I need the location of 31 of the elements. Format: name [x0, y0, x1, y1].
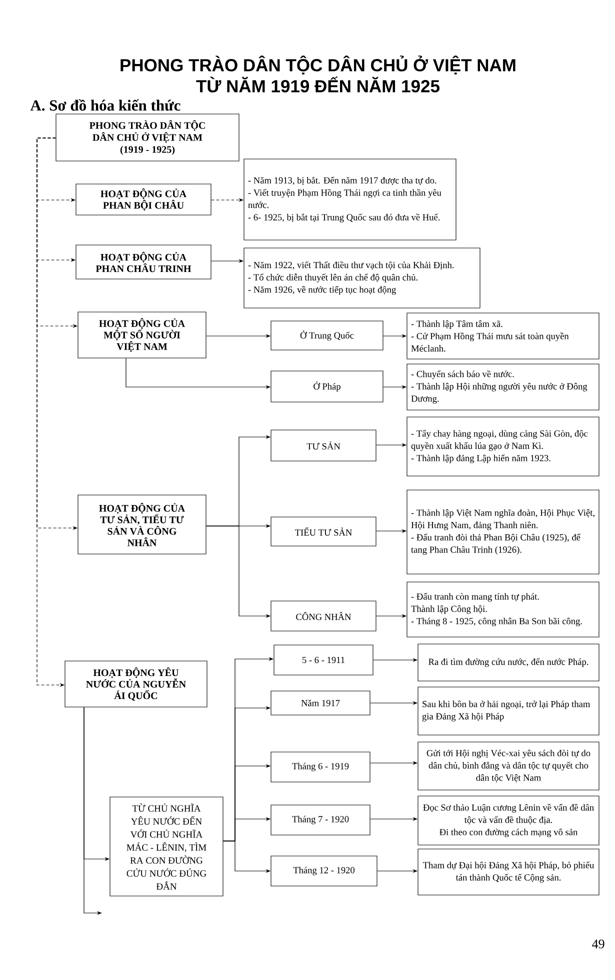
detail-box: - Năm 1913, bị bắt. Đến năm 1917 được tha tự do. - Viết truyện Phạm Hồng Thái ngợi ca tinh thần yêu nước. - 6- 1925, bị bắt tại Trung Quốc sau đó đưa về Huế.	[244, 158, 456, 240]
detail-box: Tham dự Đại hội Đảng Xã hội Pháp, bỏ phiếu tán thành Quốc tế Cộng sản.	[418, 848, 600, 896]
detail-box: Gửi tới Hội nghị Véc-xai yêu sách đòi tự do dân chủ, bình đẳng và dân tộc tự quyết cho dân tộc Việt Nam	[418, 742, 600, 790]
place-box: Ở Pháp	[270, 370, 384, 402]
place-box: Ở Trung Quốc	[270, 320, 384, 350]
topic-box: PHONG TRÀO DÂN TỘC DÂN CHỦ Ở VIỆT NAM (1919 - 1925)	[56, 114, 240, 162]
date-box: Tháng 6 - 1919	[270, 752, 370, 782]
class-box: TIỂU TƯ SẢN	[270, 516, 376, 546]
date-box: Năm 1917	[270, 690, 370, 716]
page-number: 49	[592, 940, 604, 948]
category-box: HOẠT ĐỘNG YÊU NƯỚC CỦA NGUYỄN ÁI QUỐC	[64, 660, 208, 708]
detail-box: Đọc Sơ thảo Luận cương Lênin về vấn đề dân tộc và vấn đề thuộc địa. Đi theo con đường cách mạng vô sản	[418, 796, 600, 846]
detail-box: Sau khi bôn ba ở hải ngoại, trở lại Pháp tham gia Đảng Xã hội Pháp	[418, 686, 600, 736]
detail-box: - Thành lập Việt Nam nghĩa đoàn, Hội Phục Việt, Hội Hưng Nam, đảng Thanh niên. - Đấu tranh đòi thả Phan Bội Châu (1925), để tang Phan Châu Trinh (1926).	[406, 490, 600, 574]
category-box: HOẠT ĐỘNG CỦA PHAN CHÂU TRINH	[76, 244, 212, 280]
date-box: Tháng 7 - 1920	[270, 804, 370, 836]
detail-box: - Đấu tranh còn mang tính tự phát. Thành lập Công hội. - Tháng 8 - 1925, công nhân Ba Son bãi công.	[406, 582, 600, 638]
category-box: HOẠT ĐỘNG CỦA MỘT SỐ NGƯỜI VIỆT NAM	[78, 312, 206, 358]
detail-box: - Thành lập Tâm tâm xã. - Cử Phạm Hồng Thái mưu sát toàn quyền Méclanh.	[406, 312, 600, 360]
detail-box: - Chuyển sách báo về nước. - Thành lập Hội những người yêu nước ở Đông Dương.	[406, 364, 600, 410]
category-box: HOẠT ĐỘNG CỦA PHAN BỘI CHÂU	[76, 184, 212, 216]
date-box: 5 - 6 - 1911	[274, 644, 374, 676]
class-box: TƯ SẢN	[270, 430, 376, 462]
detail-box: - Năm 1922, viết Thất điều thư vạch tội của Khải Định. - Tổ chức diễn thuyết lên án chế độ quân chủ. - Năm 1926, về nước tiếp tục hoạt động	[244, 248, 480, 308]
detail-box: Ra đi tìm đường cứu nước, đến nước Pháp.	[418, 644, 600, 682]
title: PHONG TRÀO DÂN TỘC DÂN CHỦ Ở VIỆT NAM TỪ NĂM 1919 ĐẾN NĂM 1925	[120, 56, 516, 92]
category-box: HOẠT ĐỘNG CỦA TƯ SẢN, TIỂU TƯ SẢN VÀ CÔNG NHÂN	[78, 494, 206, 554]
date-box: Tháng 12 - 1920	[270, 856, 378, 886]
summary-box: TỪ CHỦ NGHĨA YÊU NƯỚC ĐẾN VỚI CHỦ NGHĨA MÁC - LÊNIN, TÌM RA CON ĐƯỜNG CỨU NƯỚC ĐÚNG ĐẮN	[110, 796, 224, 896]
class-box: CÔNG NHÂN	[270, 600, 376, 632]
detail-box: - Tẩy chay hàng ngoại, dùng cảng Sài Gòn, độc quyền xuất khẩu lúa gạo ở Nam Kì. - Thành lập đảng Lập hiến năm 1923.	[406, 416, 600, 476]
